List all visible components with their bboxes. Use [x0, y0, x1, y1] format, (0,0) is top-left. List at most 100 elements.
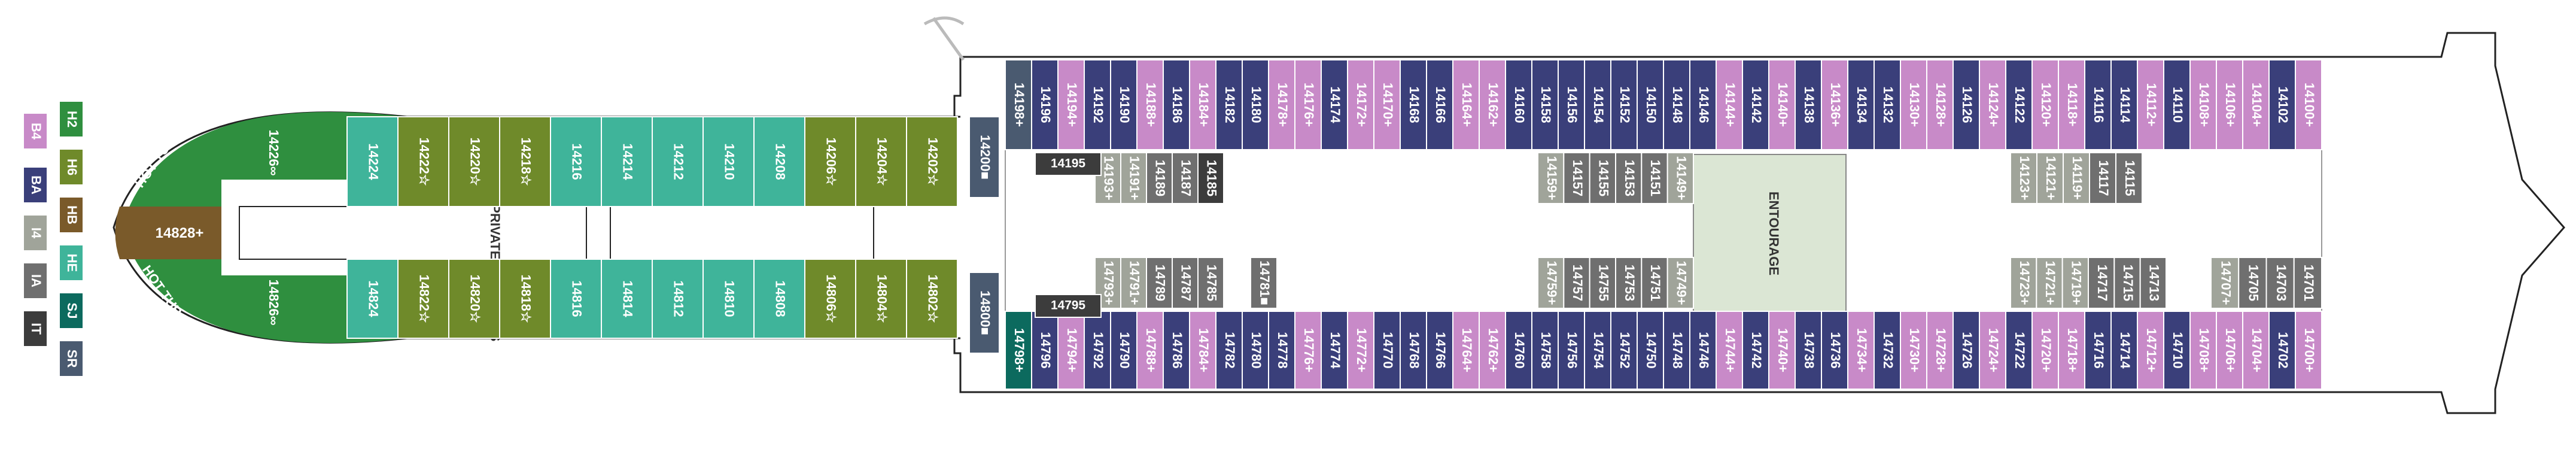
- balcony-top[interactable]: 14164+: [1452, 59, 1480, 150]
- inside-bottom-d[interactable]: 14707+: [2210, 257, 2240, 309]
- balcony-bottom[interactable]: 14750: [1637, 311, 1664, 390]
- balcony-bottom[interactable]: 14742: [1742, 311, 1769, 390]
- inside-bottom-c[interactable]: 14719+: [2061, 257, 2090, 309]
- balcony-top[interactable]: 14136+: [1821, 59, 1848, 150]
- inside-bottom-c[interactable]: 14715: [2113, 257, 2141, 309]
- inside-horizontal-top[interactable]: 14195: [1035, 152, 1102, 176]
- balcony-bottom[interactable]: 14774: [1321, 311, 1348, 390]
- haven-suite-bottom[interactable]: 14824: [346, 259, 399, 339]
- haven-suite-top[interactable]: 14212: [652, 116, 704, 207]
- inside-bottom-b[interactable]: 14753: [1615, 257, 1643, 309]
- haven-suite-bottom[interactable]: 14812: [652, 259, 704, 339]
- inside-top-c[interactable]: 14123+: [2010, 152, 2037, 204]
- balcony-top[interactable]: 14142: [1742, 59, 1769, 150]
- balcony-bottom[interactable]: 14780: [1242, 311, 1269, 390]
- haven-suite-bottom[interactable]: 14810: [702, 259, 755, 339]
- balcony-bottom[interactable]: 14728+: [1926, 311, 1954, 390]
- balcony-bottom[interactable]: 14768: [1400, 311, 1427, 390]
- haven-suite-aft-bottom[interactable]: 14826∞: [266, 280, 281, 326]
- haven-suite-bottom[interactable]: 14802☆: [906, 259, 958, 339]
- balcony-top[interactable]: 14100+: [2295, 59, 2322, 150]
- balcony-bottom[interactable]: 14796: [1031, 311, 1059, 390]
- inside-bottom-d[interactable]: 14703: [2265, 257, 2295, 309]
- haven-suite-bottom[interactable]: 14808: [753, 259, 805, 339]
- balcony-top[interactable]: 14130+: [1900, 59, 1927, 150]
- balcony-top[interactable]: 14158: [1531, 59, 1559, 150]
- haven-suite-bottom[interactable]: 14818☆: [499, 259, 551, 339]
- balcony-top[interactable]: 14190: [1110, 59, 1138, 150]
- balcony-bottom[interactable]: 14738: [1795, 311, 1822, 390]
- balcony-top[interactable]: 14154: [1584, 59, 1611, 150]
- balcony-top[interactable]: 14188+: [1136, 59, 1164, 150]
- balcony-top[interactable]: 14140+: [1768, 59, 1796, 150]
- inside-top-a[interactable]: 14189: [1146, 152, 1173, 204]
- balcony-bottom[interactable]: 14764+: [1452, 311, 1480, 390]
- inside-top-c[interactable]: 14117: [2089, 152, 2116, 204]
- balcony-top[interactable]: 14126: [1952, 59, 1980, 150]
- inside-bottom-b[interactable]: 14749+: [1666, 257, 1695, 309]
- balcony-bottom[interactable]: 14708+: [2189, 311, 2217, 390]
- balcony-bottom[interactable]: 14754: [1584, 311, 1611, 390]
- balcony-bottom[interactable]: 14734+: [1847, 311, 1875, 390]
- balcony-bottom[interactable]: 14762+: [1479, 311, 1506, 390]
- balcony-top[interactable]: 14192: [1084, 59, 1111, 150]
- inside-top-c[interactable]: 14121+: [2036, 152, 2064, 204]
- balcony-top[interactable]: 14120+: [2031, 59, 2059, 150]
- inside-top-b[interactable]: 14157: [1563, 152, 1590, 204]
- balcony-top[interactable]: 14180: [1242, 59, 1269, 150]
- haven-suite-top[interactable]: 14206☆: [804, 116, 856, 207]
- balcony-top[interactable]: 14138: [1795, 59, 1822, 150]
- balcony-bottom[interactable]: 14726: [1952, 311, 1980, 390]
- inside-bottom-a2[interactable]: 14781■: [1250, 257, 1278, 309]
- inside-horizontal-bottom[interactable]: 14795: [1035, 294, 1102, 318]
- balcony-bottom[interactable]: 14702: [2268, 311, 2296, 390]
- haven-suite-top[interactable]: 14214: [601, 116, 653, 207]
- inside-bottom-b[interactable]: 14757: [1563, 257, 1590, 309]
- balcony-bottom[interactable]: 14730+: [1900, 311, 1927, 390]
- balcony-bottom[interactable]: 14748: [1663, 311, 1690, 390]
- haven-suite-bottom[interactable]: 14822☆: [397, 259, 449, 339]
- inside-bottom-c[interactable]: 14721+: [2036, 257, 2063, 309]
- balcony-top[interactable]: 14110: [2163, 59, 2191, 150]
- balcony-top[interactable]: 14104+: [2242, 59, 2270, 150]
- inside-bottom-d[interactable]: 14705: [2238, 257, 2267, 309]
- balcony-bottom[interactable]: 14798+: [1005, 311, 1032, 390]
- haven-suite-top[interactable]: 14210: [702, 116, 755, 207]
- balcony-bottom[interactable]: 14788+: [1136, 311, 1164, 390]
- balcony-top[interactable]: 14176+: [1294, 59, 1322, 150]
- haven-suite-top[interactable]: 14224: [346, 116, 399, 207]
- balcony-bottom[interactable]: 14704+: [2242, 311, 2270, 390]
- balcony-bottom[interactable]: 14710: [2163, 311, 2191, 390]
- haven-suite-top[interactable]: 14204☆: [855, 116, 907, 207]
- balcony-top[interactable]: 14186: [1163, 59, 1190, 150]
- balcony-top[interactable]: 14148: [1663, 59, 1690, 150]
- balcony-bottom[interactable]: 14790: [1110, 311, 1138, 390]
- inside-top-a[interactable]: 14187: [1172, 152, 1199, 204]
- balcony-bottom[interactable]: 14776+: [1294, 311, 1322, 390]
- balcony-top[interactable]: 14150: [1637, 59, 1664, 150]
- balcony-bottom[interactable]: 14782: [1215, 311, 1243, 390]
- balcony-bottom[interactable]: 14746: [1689, 311, 1717, 390]
- balcony-bottom[interactable]: 14792: [1084, 311, 1111, 390]
- balcony-bottom[interactable]: 14706+: [2216, 311, 2243, 390]
- balcony-bottom[interactable]: 14784+: [1189, 311, 1216, 390]
- haven-suite-top[interactable]: 14202☆: [906, 116, 958, 207]
- balcony-top[interactable]: 14184+: [1189, 59, 1216, 150]
- balcony-bottom[interactable]: 14786: [1163, 311, 1190, 390]
- balcony-top[interactable]: 14132: [1874, 59, 1901, 150]
- balcony-top[interactable]: 14152: [1610, 59, 1638, 150]
- inside-top-b[interactable]: 14151: [1641, 152, 1668, 204]
- haven-suite-center[interactable]: 14828+: [115, 207, 222, 259]
- balcony-top[interactable]: 14106+: [2216, 59, 2243, 150]
- inside-bottom-c[interactable]: 14717: [2088, 257, 2115, 309]
- balcony-bottom[interactable]: 14752: [1610, 311, 1638, 390]
- balcony-top[interactable]: 14114: [2110, 59, 2138, 150]
- balcony-bottom[interactable]: 14720+: [2031, 311, 2059, 390]
- inside-bottom-a[interactable]: 14787: [1172, 257, 1199, 309]
- balcony-top[interactable]: 14196: [1031, 59, 1059, 150]
- balcony-top[interactable]: 14144+: [1716, 59, 1743, 150]
- haven-suite-bottom[interactable]: 14816: [550, 259, 602, 339]
- balcony-top[interactable]: 14116: [2084, 59, 2112, 150]
- balcony-top[interactable]: 14146: [1689, 59, 1717, 150]
- balcony-top[interactable]: 14156: [1558, 59, 1585, 150]
